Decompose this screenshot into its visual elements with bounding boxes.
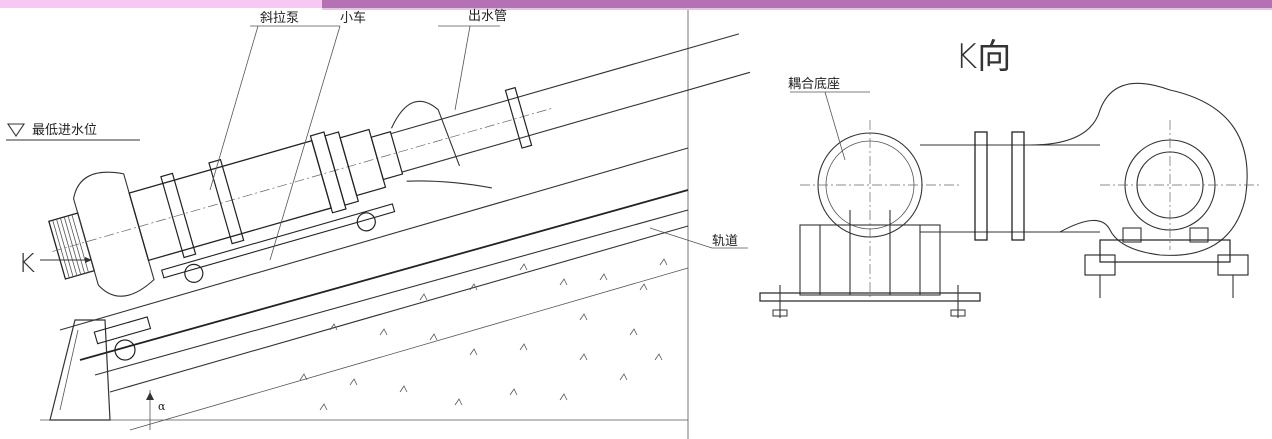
rail — [59, 147, 689, 431]
water-level-mark — [6, 123, 140, 141]
label-outlet-pipe: 出水管 — [468, 9, 507, 24]
label-rail: 轨道 — [712, 234, 738, 249]
k-view — [759, 82, 1260, 318]
concrete-base — [49, 319, 111, 421]
label-pump: 斜拉泵 — [260, 11, 299, 26]
banner-right — [322, 0, 1272, 8]
side-view — [6, 10, 751, 439]
banner-right-light — [322, 8, 1272, 10]
base-frame — [759, 210, 981, 318]
label-view-marker: K — [18, 249, 35, 279]
label-angle: α — [158, 400, 166, 413]
label-coupling-base: 耦合底座 — [788, 76, 840, 92]
label-cart: 小车 — [340, 10, 366, 26]
leader-lines — [209, 25, 748, 261]
ground-hatch — [299, 258, 668, 411]
banner-left — [0, 0, 322, 8]
k-view-title: K向 — [955, 37, 1011, 77]
label-min-water-level: 最低进水位 — [32, 123, 97, 138]
pump-feet — [1084, 227, 1249, 298]
pump-body — [48, 33, 751, 361]
